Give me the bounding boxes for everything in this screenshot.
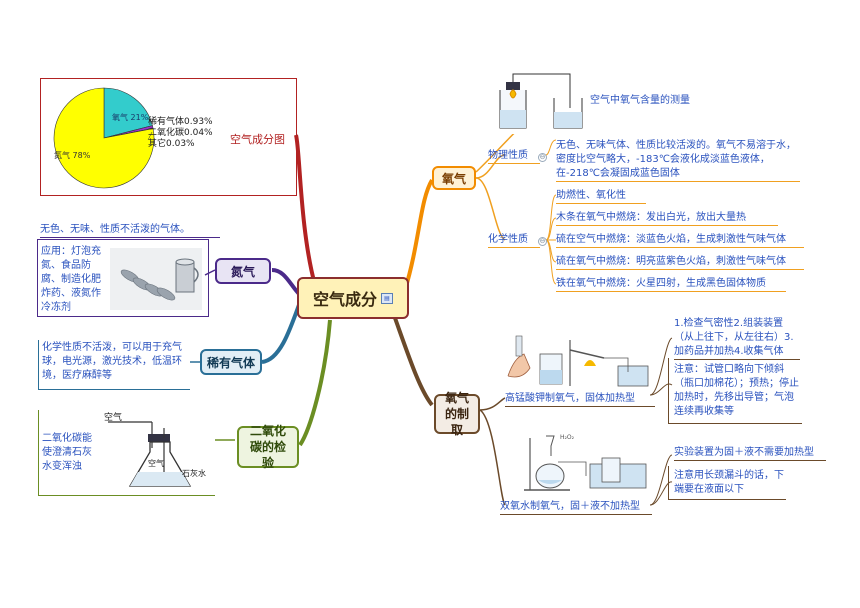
oxygen-measure-label: 空气中氧气含量的测量 bbox=[590, 95, 690, 106]
pie-branch-label[interactable]: 空气成分图 bbox=[230, 133, 285, 146]
h2o2-apparatus-image bbox=[520, 432, 652, 494]
kmno4-apparatus-image bbox=[500, 332, 652, 390]
air-composition-pie: 氮气 78% 氧气 21% bbox=[53, 87, 155, 189]
h2o2-note-box bbox=[668, 466, 786, 500]
oxygen-node[interactable]: 氧气 bbox=[432, 166, 476, 190]
co2-flask-image bbox=[108, 421, 192, 487]
oxygen-measure-apparatus-image bbox=[488, 68, 586, 134]
oxygen-chemical-label: 化学性质 bbox=[488, 233, 540, 248]
prep-note-box bbox=[668, 358, 802, 424]
central-title: 空气成分 bbox=[312, 290, 377, 309]
oxygen-chemical-4: 铁在氧气中燃烧：火星四射，生成黑色固体物质 bbox=[556, 277, 786, 292]
central-topic[interactable]: 空气成分 ▤ bbox=[297, 277, 409, 319]
pie-leader-0 bbox=[147, 117, 153, 125]
h2o2-setup: 实验装置为固＋液不需要加热型 bbox=[674, 446, 826, 461]
co2-air-label-inner: 空气 bbox=[148, 459, 164, 468]
expand-physical-icon[interactable]: ⊖ bbox=[538, 153, 547, 162]
pie-label-rare: 稀有气体0.93% bbox=[148, 117, 213, 127]
rare-gas-title: 稀有气体 bbox=[206, 355, 255, 370]
nitrogen-node[interactable]: 氮气 bbox=[215, 258, 271, 284]
pie-text-o2: 氧气 21% bbox=[112, 112, 149, 122]
expand-chemical-icon[interactable]: ⊖ bbox=[538, 237, 547, 246]
pie-chart-box bbox=[40, 78, 297, 196]
co2-test-title: 二氧化碳的检验 bbox=[249, 424, 286, 470]
note-icon: ▤ bbox=[381, 292, 393, 304]
h2o2-note: 注意用长颈漏斗的话，下端要在液面以下 bbox=[674, 470, 784, 495]
nitrogen-title: 氮气 bbox=[230, 264, 255, 279]
oxygen-chemical-1: 木条在氧气中燃烧：发出白光，放出大量热 bbox=[556, 211, 778, 226]
oxygen-chemical-0: 助燃性、氧化性 bbox=[556, 189, 646, 204]
prep-note: 注意：试管口略向下倾斜（瓶口加棉花）；预热；停止加热时，先移出导管；气泡连续再收… bbox=[674, 364, 799, 417]
oxygen-physical-desc: 无色、无味气体、性质比较活泼的。氧气不易溶于水，密度比空气略大，-183℃会液化… bbox=[556, 139, 800, 182]
pie-slice-0 bbox=[53, 87, 155, 189]
oxygen-title: 氧气 bbox=[441, 171, 466, 186]
nitrogen-uses: 应用：灯泡充氮、食品防腐、制造化肥炸药、液氮作冷冻剂 bbox=[41, 246, 101, 313]
oxygen-prep-title: 氧气的制取 bbox=[444, 391, 469, 437]
pie-slice-1 bbox=[103, 87, 153, 139]
co2-lime-label: 石灰水 bbox=[182, 469, 206, 478]
kmno4-label: 高锰酸钾制氧气，固体加热型 bbox=[505, 392, 655, 407]
h2o2-label: 双氧水制氧气，固＋液不加热型 bbox=[500, 500, 652, 515]
pie-text-n2: 氮气 78% bbox=[54, 150, 91, 160]
oxygen-chemical-3: 硫在氧气中燃烧：明亮蓝紫色火焰，刺激性气味气体 bbox=[556, 255, 804, 270]
pie-leader-2 bbox=[147, 131, 153, 141]
co2-box bbox=[38, 410, 215, 496]
co2-desc: 二氧化碳能使澄清石灰水变浑浊 bbox=[42, 433, 92, 472]
oxygen-chemical-2: 硫在空气中燃烧：淡蓝色火焰，生成刺激性气味气体 bbox=[556, 233, 804, 248]
rare-gas-desc: 化学性质不活泼，可以用于充气球，电光源，激光技术，低温环境，医疗麻醉等 bbox=[42, 342, 182, 381]
nitrogen-desc: 无色、无味、性质不活泼的气体。 bbox=[40, 223, 220, 238]
pie-leader-1 bbox=[147, 127, 153, 130]
oxygen-prep-node[interactable]: 氧气的制取 bbox=[434, 391, 480, 437]
rare-gas-node[interactable]: 稀有气体 bbox=[200, 349, 262, 375]
pie-label-other: 其它0.03% bbox=[148, 139, 195, 149]
prep-steps: 1.检查气密性2.组装装置（从上往下，从左往右）3.加药品并加热4.收集气体 bbox=[674, 317, 800, 360]
co2-test-node[interactable]: 二氧化碳的检验 bbox=[237, 424, 299, 470]
h2o2-flask-label: H₂O₂ bbox=[560, 434, 575, 441]
co2-air-label-top: 空气 bbox=[104, 413, 123, 423]
rare-gas-box bbox=[38, 340, 190, 390]
oxygen-physical-label: 物理性质 bbox=[488, 149, 540, 164]
nitrogen-cylinder-image bbox=[110, 248, 202, 310]
nitrogen-uses-box bbox=[37, 239, 209, 317]
pie-label-co2: 二氧化碳0.04% bbox=[148, 128, 213, 138]
